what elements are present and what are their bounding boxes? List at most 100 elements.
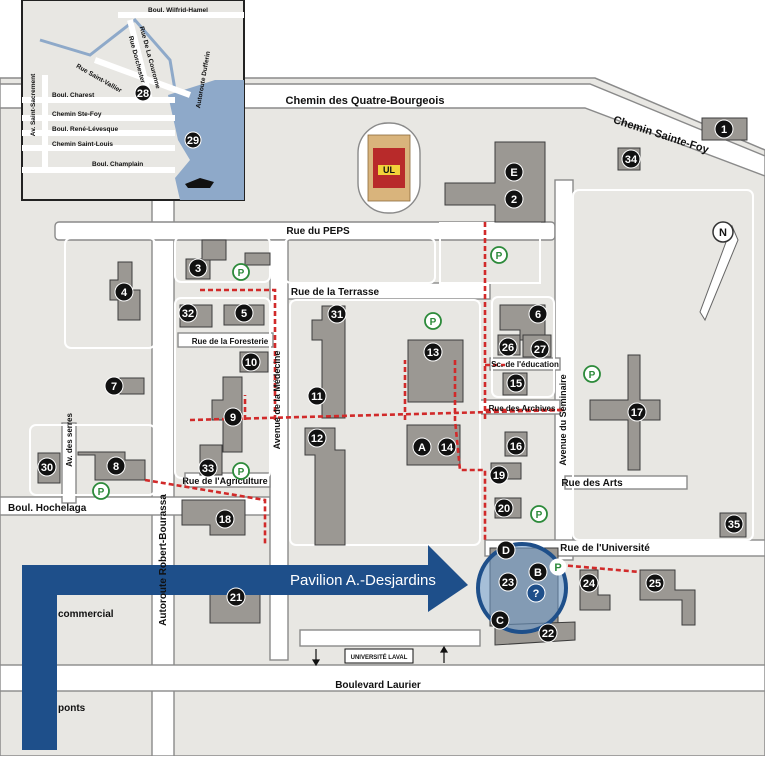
street-label-hochelaga: Boul. Hochelaga xyxy=(8,503,87,514)
letter-marker-d-circle xyxy=(496,540,516,560)
street-label-entrance-sign: UNIVERSITÉ LAVAL xyxy=(351,653,408,661)
building-marker-26[interactable]: 26 xyxy=(502,342,514,354)
inset-street-label: Chemin Saint-Louis xyxy=(52,141,113,148)
building-marker-20-circle xyxy=(494,498,514,518)
letter-marker-a[interactable]: A xyxy=(418,442,426,454)
building-31-11 xyxy=(311,305,346,419)
street-label-arts: Rue des Arts xyxy=(561,478,623,489)
building-marker-11[interactable]: 11 xyxy=(311,391,323,403)
street-label-universite: Rue de l'Université xyxy=(560,543,650,554)
building-marker-25[interactable]: 25 xyxy=(649,578,661,590)
letter-marker-c[interactable]: C xyxy=(496,615,504,627)
building-marker-34[interactable]: 34 xyxy=(625,154,638,166)
building-marker-19[interactable]: 19 xyxy=(493,470,505,482)
parking-label: P xyxy=(430,317,437,328)
building-marker-2[interactable]: 2 xyxy=(511,194,517,206)
building-marker-32-circle xyxy=(178,303,198,323)
building-marker-14-circle xyxy=(437,437,457,457)
building-marker-15[interactable]: 15 xyxy=(510,378,522,390)
building-marker-30[interactable]: 30 xyxy=(41,462,53,474)
building-marker-11-circle xyxy=(307,386,327,406)
building-marker-9[interactable]: 9 xyxy=(230,412,236,424)
building-marker-3-circle xyxy=(188,258,208,278)
compass xyxy=(699,221,739,322)
building-marker-4-circle xyxy=(114,282,134,302)
inset-marker-29-circle xyxy=(184,131,202,149)
street-label-robert-bourassa: Autoroute Robert-Bourassa xyxy=(158,494,169,626)
building-marker-2-circle xyxy=(504,189,524,209)
building-marker-20[interactable]: 20 xyxy=(498,503,510,515)
building-marker-17[interactable]: 17 xyxy=(631,407,643,419)
building-marker-1[interactable]: 1 xyxy=(721,124,727,136)
inset-marker-29[interactable]: 29 xyxy=(187,135,199,147)
building-marker-18-circle xyxy=(215,509,235,529)
pavilion-parking-marker[interactable]: P xyxy=(554,562,561,574)
building-marker-33-circle xyxy=(198,458,218,478)
parking-label: P xyxy=(238,467,245,478)
inset-marker-28[interactable]: 28 xyxy=(137,88,149,100)
building-marker-35[interactable]: 35 xyxy=(728,519,740,531)
building-marker-10-circle xyxy=(241,352,261,372)
building-marker-3[interactable]: 3 xyxy=(195,263,201,275)
building-marker-6[interactable]: 6 xyxy=(535,309,541,321)
building-marker-24[interactable]: 24 xyxy=(583,578,596,590)
building-17 xyxy=(589,354,661,471)
inset-street-label: Av. Saint-Sacrement xyxy=(30,73,37,136)
inset-street-label: Boul. Champlain xyxy=(92,161,143,168)
building-marker-12[interactable]: 12 xyxy=(311,433,323,445)
building-marker-7[interactable]: 7 xyxy=(111,381,117,393)
street-label-serres: Av. des serres xyxy=(65,413,74,467)
compass-north-label: N xyxy=(719,227,727,239)
building-marker-6-circle xyxy=(528,304,548,324)
inset-street-label: Chemin Ste-Foy xyxy=(52,111,102,118)
building-marker-27[interactable]: 27 xyxy=(534,344,546,356)
info-marker[interactable]: ? xyxy=(533,588,540,600)
inset-roads xyxy=(22,12,244,173)
building-marker-4[interactable]: 4 xyxy=(121,287,128,299)
road-arts xyxy=(564,475,688,490)
letter-marker-e[interactable]: E xyxy=(510,167,517,179)
inset-river xyxy=(168,80,244,200)
building-marker-5[interactable]: 5 xyxy=(241,308,247,320)
building-marker-31[interactable]: 31 xyxy=(331,309,343,321)
building-marker-10[interactable]: 10 xyxy=(245,357,257,369)
parking-icon xyxy=(490,246,508,264)
building-marker-14[interactable]: 14 xyxy=(441,442,454,454)
building-marker-16[interactable]: 16 xyxy=(510,441,522,453)
inset-map xyxy=(21,0,245,201)
building-marker-8[interactable]: 8 xyxy=(113,461,119,473)
inset-marker-28-circle xyxy=(134,84,152,102)
callout-label: Pavilion A.-Desjardins xyxy=(290,572,436,589)
building-marker-21[interactable]: 21 xyxy=(230,592,242,604)
building-3b xyxy=(201,239,227,261)
road-laurier xyxy=(0,664,765,692)
road-serres xyxy=(61,422,77,504)
building-marker-23-circle xyxy=(498,572,518,592)
inset-street-label: Boul. Charest xyxy=(52,92,95,99)
stadium-logo-text: UL xyxy=(383,165,395,175)
letter-marker-d[interactable]: D xyxy=(502,545,510,557)
building-marker-13[interactable]: 13 xyxy=(427,347,439,359)
parking-label: P xyxy=(238,268,245,279)
building-marker-30-circle xyxy=(37,457,57,477)
building-marker-23[interactable]: 23 xyxy=(502,577,514,589)
info-marker-circle xyxy=(526,583,546,603)
inset-ferry-icon xyxy=(185,178,214,188)
building-marker-22[interactable]: 22 xyxy=(542,628,554,640)
building-3c xyxy=(244,252,271,266)
building-marker-9-circle xyxy=(223,407,243,427)
building-marker-21-circle xyxy=(226,587,246,607)
street-label-foresterie: Rue de la Foresterie xyxy=(192,337,269,346)
building-7 xyxy=(119,377,145,395)
building-marker-27-circle xyxy=(530,339,550,359)
building-marker-1-circle xyxy=(714,119,734,139)
building-marker-33[interactable]: 33 xyxy=(202,463,214,475)
building-marker-24-circle xyxy=(579,573,599,593)
block-outlines xyxy=(29,189,754,546)
building-marker-32[interactable]: 32 xyxy=(182,308,194,320)
building-marker-17-circle xyxy=(627,402,647,422)
letter-marker-b[interactable]: B xyxy=(534,567,542,579)
inset-street-label: Boul. Wilfrid-Hamel xyxy=(148,7,208,14)
building-marker-18[interactable]: 18 xyxy=(219,514,231,526)
